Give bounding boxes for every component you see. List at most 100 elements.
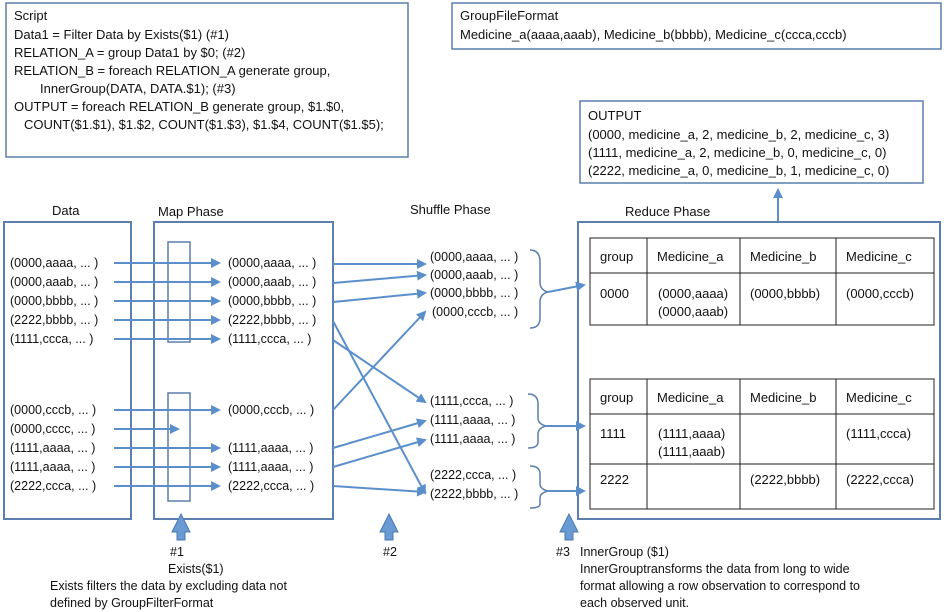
note-3-text: each observed unit. — [580, 596, 689, 610]
map-to-shuffle-arrows — [332, 259, 427, 497]
table-cell: (0000,bbbb) — [750, 286, 820, 301]
step-markers — [171, 512, 579, 541]
table-header: Medicine_a — [657, 249, 724, 264]
map-row: (2222,ccca, ... ) — [228, 479, 314, 493]
table-header: group — [600, 390, 633, 405]
note-1-title: Exists($1) — [168, 562, 224, 576]
brace-group-0000 — [529, 249, 549, 329]
reduce-phase-label: Reduce Phase — [625, 204, 710, 219]
output-box: OUTPUT (0000, medicine_a, 2, medicine_b,… — [579, 100, 924, 184]
data-row: (1111,ccca, ... ) — [10, 332, 93, 346]
up-arrow-icon — [171, 512, 191, 541]
table-cell: 1111 — [600, 426, 626, 441]
arrow — [332, 418, 427, 449]
data-row: (0000,cccc, ... ) — [10, 422, 95, 436]
note-3-text: InnerGrouptransforms the data from long … — [580, 562, 850, 576]
data-row: (0000,bbbb, ... ) — [10, 294, 98, 308]
shuffle-row: (0000,aaab, ... ) — [430, 268, 518, 282]
script-box: Script Data1 = Filter Data by Exists($1)… — [5, 2, 409, 158]
data-rows: (0000,aaaa, ... ) (0000,aaab, ... ) (000… — [10, 256, 98, 493]
data-row: (2222,ccca, ... ) — [10, 479, 96, 493]
table-cell: (1111,ccca) — [846, 426, 911, 441]
data-label: Data — [52, 203, 80, 218]
table-cell: (0000,cccb) — [846, 286, 914, 301]
data-row: (2222,bbbb, ... ) — [10, 313, 98, 327]
note-3-label: #3 — [556, 545, 570, 559]
up-arrow-icon — [379, 512, 399, 541]
note-1-text: defined by GroupFilterFormat — [50, 596, 214, 610]
table-cell: (2222,ccca) — [846, 472, 914, 487]
table-cell: (1111,aaaa) — [658, 426, 725, 441]
shuffle-row: (0000,bbbb, ... ) — [430, 286, 518, 300]
note-1-label: #1 — [170, 545, 184, 559]
shuffle-to-reduce-arrows — [546, 281, 586, 496]
arrow — [332, 339, 427, 404]
table-header: Medicine_b — [750, 390, 817, 405]
output-line: (1111, medicine_a, 2, medicine_b, 0, med… — [588, 145, 886, 160]
arrow — [332, 270, 427, 284]
table-cell: (0000,aaab) — [658, 304, 728, 319]
script-line: OUTPUT = foreach RELATION_B generate gro… — [14, 99, 344, 114]
arrow — [332, 288, 427, 303]
table-header: Medicine_a — [657, 390, 724, 405]
script-line: COUNT($1.$1), $1.$2, COUNT($1.$3), $1.$4… — [24, 117, 384, 132]
table-header: Medicine_b — [750, 249, 817, 264]
script-title: Script — [14, 8, 48, 23]
arrow — [332, 310, 427, 411]
table-header: group — [600, 249, 633, 264]
output-line: (0000, medicine_a, 2, medicine_b, 2, med… — [588, 127, 889, 142]
data-to-map-arrows — [114, 258, 221, 491]
arrow — [547, 281, 586, 293]
data-row: (1111,aaaa, ... ) — [10, 441, 95, 455]
reduce-phase-box — [577, 221, 941, 520]
up-arrow-icon — [559, 512, 579, 541]
shuffle-row: (0000,cccb, ... ) — [432, 305, 518, 319]
map-row: (0000,cccb, ... ) — [228, 403, 314, 417]
note-1-text: Exists filters the data by excluding dat… — [50, 579, 287, 593]
arrow — [332, 437, 427, 468]
note-2-label: #2 — [383, 545, 397, 559]
map-row: (2222,bbbb, ... ) — [228, 313, 316, 327]
map-row: (0000,aaaa, ... ) — [228, 256, 316, 270]
script-line: RELATION_A = group Data1 by $0; (#2) — [14, 45, 245, 60]
table-cell: (2222,bbbb) — [750, 472, 820, 487]
arrow — [332, 485, 427, 497]
map-phase-box — [153, 221, 334, 520]
table-cell: 0000 — [600, 286, 629, 301]
data-row: (0000,aaab, ... ) — [10, 275, 98, 289]
group-file-format-box: GroupFileFormat Medicine_a(aaaa,aaab), M… — [451, 2, 942, 50]
note-3-text: format allowing a row observation to cor… — [580, 579, 860, 593]
table-cell: (0000,aaaa) — [658, 286, 728, 301]
script-line: RELATION_B = foreach RELATION_A generate… — [14, 63, 330, 78]
note-3-title: InnerGroup ($1) — [580, 545, 669, 559]
data-row: (0000,cccb, ... ) — [10, 403, 96, 417]
brace-group-2222 — [529, 465, 549, 509]
map-row: (1111,aaaa, ... ) — [228, 441, 313, 455]
shuffle-row: (1111,ccca, ... ) — [430, 394, 513, 408]
map-row: (0000,bbbb, ... ) — [228, 294, 316, 308]
reduce-table-0000: group Medicine_a Medicine_b Medicine_c 0… — [589, 237, 935, 326]
map-phase-label: Map Phase — [158, 204, 224, 219]
map-row: (1111,ccca, ... ) — [228, 332, 311, 346]
script-line: InnerGroup(DATA, DATA.$1); (#3) — [40, 81, 236, 96]
shuffle-row: (2222,bbbb, ... ) — [430, 487, 518, 501]
script-line: Data1 = Filter Data by Exists($1) (#1) — [14, 27, 229, 42]
data-box — [3, 221, 132, 520]
shuffle-row: (2222,ccca, ... ) — [430, 468, 516, 482]
output-title: OUTPUT — [588, 108, 642, 123]
shuffle-row: (1111,aaaa, ... ) — [430, 413, 515, 427]
table-cell: 2222 — [600, 472, 629, 487]
table-header: Medicine_c — [846, 390, 912, 405]
arrow — [332, 320, 426, 495]
data-row: (0000,aaaa, ... ) — [10, 256, 98, 270]
data-row: (1111,aaaa, ... ) — [10, 460, 95, 474]
reduce-table-1111-2222: group Medicine_a Medicine_b Medicine_c 1… — [589, 378, 935, 510]
map-row: (0000,aaab, ... ) — [228, 275, 316, 289]
shuffle-row: (1111,aaaa, ... ) — [430, 432, 515, 446]
shuffle-braces — [527, 249, 549, 509]
output-line: (2222, medicine_a, 0, medicine_b, 1, med… — [588, 163, 889, 178]
shuffle-rows: (0000,aaaa, ... ) (0000,aaab, ... ) (000… — [430, 250, 518, 501]
brace-group-1111 — [527, 393, 547, 449]
table-cell: (1111,aaab) — [658, 444, 725, 459]
